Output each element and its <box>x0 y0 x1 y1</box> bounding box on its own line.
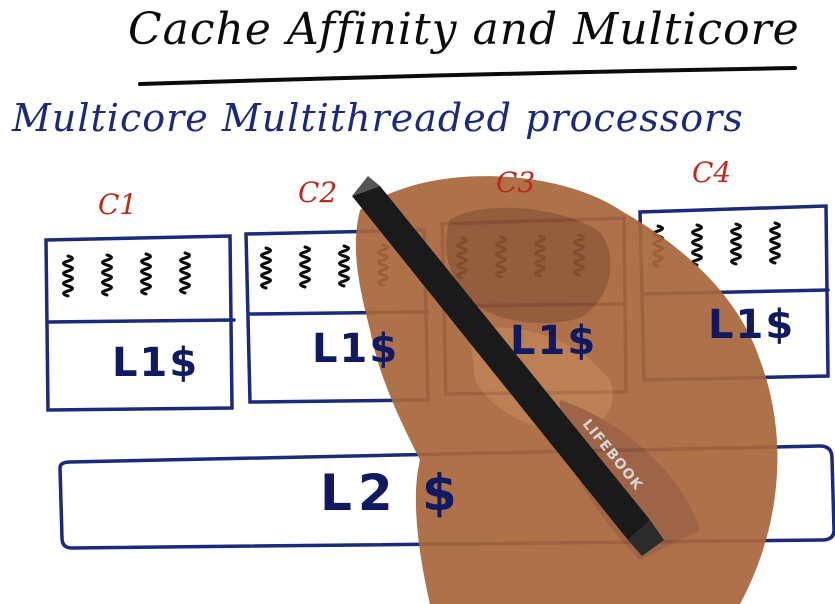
l2-cache-box <box>58 444 835 550</box>
thread-squiggle-c2 <box>299 245 311 289</box>
core-label-c3: C3 <box>496 166 536 199</box>
l1-cache-label-c2: L1$ <box>312 326 400 372</box>
l1-cache-label-c1: L1$ <box>112 340 200 386</box>
thread-squiggle-c4 <box>730 222 742 266</box>
thread-squiggle-c2 <box>338 244 350 288</box>
thread-squiggle-c1 <box>62 254 74 298</box>
thread-squiggle-c2 <box>260 246 272 290</box>
thread-squiggle-c1 <box>140 252 152 296</box>
page-title: Cache Affinity and Multicore <box>128 4 800 55</box>
thread-squiggle-c4 <box>691 223 703 267</box>
core-label-c4: C4 <box>692 156 732 189</box>
l2-cache-label: L2 $ <box>320 464 463 522</box>
thread-squiggle-c1 <box>101 253 113 297</box>
core-box-c1 <box>44 234 234 412</box>
core-label-c1: C1 <box>98 188 138 221</box>
title-underline <box>138 66 797 86</box>
core-label-c2: C2 <box>298 176 338 209</box>
thread-squiggle-c1 <box>179 251 191 295</box>
instructor-hand <box>355 176 778 604</box>
subtitle: Multicore Multithreaded processors <box>12 96 744 140</box>
l1-cache-label-c4: L1$ <box>708 302 796 348</box>
thread-squiggle-c4 <box>769 221 781 265</box>
l1-cache-label-c3: L1$ <box>510 318 598 364</box>
core-box-c1-divider <box>46 318 236 324</box>
